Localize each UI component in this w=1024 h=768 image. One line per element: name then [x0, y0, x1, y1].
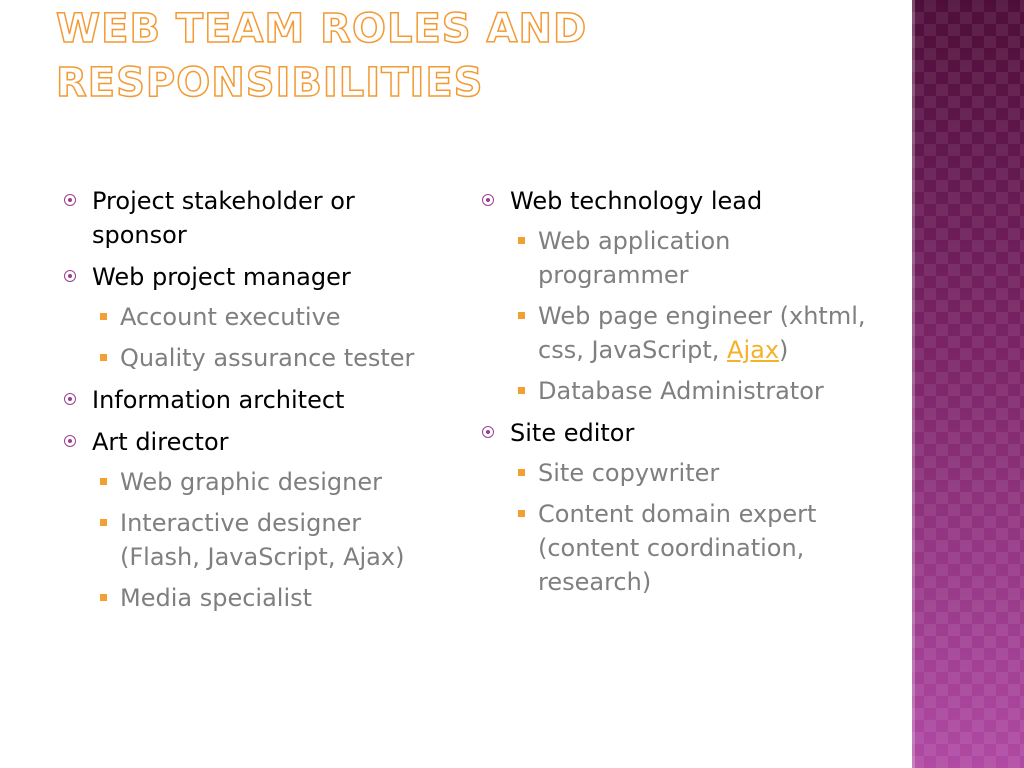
- square-bullet-icon: [518, 387, 525, 394]
- list-item-project-stakeholder: Project stakeholder or sponsor: [60, 184, 440, 252]
- circle-bullet-icon: [64, 270, 76, 282]
- square-bullet-icon: [518, 312, 525, 319]
- square-bullet-icon: [518, 237, 525, 244]
- sub-list-web-project-manager: Account executive Quality assurance test…: [92, 300, 440, 375]
- sub-item-web-application-programmer: Web application programmer: [510, 224, 878, 292]
- slide-title: Web Team Roles and Responsibilities: [55, 2, 896, 110]
- sub-list-art-director: Web graphic designer Interactive designe…: [92, 465, 440, 615]
- ajax-link[interactable]: Ajax: [727, 336, 780, 364]
- sub-item-label: Media specialist: [120, 584, 313, 612]
- left-bullet-list: Project stakeholder or sponsor Web proje…: [60, 184, 440, 615]
- sub-list-site-editor: Site copywriter Content domain expert (c…: [510, 456, 878, 599]
- list-item-label: Project stakeholder or sponsor: [92, 187, 355, 249]
- square-bullet-icon: [100, 478, 107, 485]
- sub-item-quality-assurance-tester: Quality assurance tester: [92, 341, 440, 375]
- list-item-information-architect: Information architect: [60, 383, 440, 417]
- circle-bullet-icon: [64, 393, 76, 405]
- right-column: Web technology lead Web application prog…: [478, 184, 878, 607]
- list-item-site-editor: Site editor Site copywriter Content doma…: [478, 416, 878, 599]
- right-bullet-list: Web technology lead Web application prog…: [478, 184, 878, 599]
- square-bullet-icon: [100, 594, 107, 601]
- sub-item-label: Interactive designer (Flash, JavaScript,…: [120, 509, 405, 571]
- sub-item-interactive-designer: Interactive designer (Flash, JavaScript,…: [92, 506, 440, 574]
- sub-item-database-administrator: Database Administrator: [510, 374, 878, 408]
- side-band-edge: [912, 0, 915, 768]
- list-item-web-project-manager: Web project manager Account executive Qu…: [60, 260, 440, 375]
- sub-item-label: Site copywriter: [538, 459, 720, 487]
- list-item-label: Art director: [92, 428, 229, 456]
- sub-list-web-technology-lead: Web application programmer Web page engi…: [510, 224, 878, 408]
- sub-item-label-suffix: ): [779, 336, 789, 364]
- circle-bullet-icon: [482, 194, 494, 206]
- sub-item-media-specialist: Media specialist: [92, 581, 440, 615]
- circle-bullet-icon: [482, 426, 494, 438]
- sub-item-web-graphic-designer: Web graphic designer: [92, 465, 440, 499]
- list-item-label: Web technology lead: [510, 187, 763, 215]
- sub-item-account-executive: Account executive: [92, 300, 440, 334]
- list-item-label: Site editor: [510, 419, 635, 447]
- list-item-art-director: Art director Web graphic designer Intera…: [60, 425, 440, 615]
- square-bullet-icon: [100, 354, 107, 361]
- square-bullet-icon: [518, 469, 525, 476]
- circle-bullet-icon: [64, 194, 76, 206]
- title-line-2: Responsibilities: [55, 59, 484, 107]
- sub-item-site-copywriter: Site copywriter: [510, 456, 878, 490]
- sub-item-label: Account executive: [120, 303, 341, 331]
- square-bullet-icon: [100, 519, 107, 526]
- sub-item-content-domain-expert: Content domain expert (content coordinat…: [510, 497, 878, 599]
- sub-item-label: Quality assurance tester: [120, 344, 415, 372]
- square-bullet-icon: [518, 510, 525, 517]
- circle-bullet-icon: [64, 435, 76, 447]
- list-item-web-technology-lead: Web technology lead Web application prog…: [478, 184, 878, 408]
- left-column: Project stakeholder or sponsor Web proje…: [60, 184, 440, 623]
- list-item-label: Web project manager: [92, 263, 351, 291]
- list-item-label: Information architect: [92, 386, 345, 414]
- sub-item-label: Content domain expert (content coordinat…: [538, 500, 817, 596]
- sub-item-label: Database Administrator: [538, 377, 824, 405]
- decorative-side-band: [912, 0, 1024, 768]
- sub-item-label: Web application programmer: [538, 227, 731, 289]
- sub-item-label: Web graphic designer: [120, 468, 382, 496]
- sub-item-label-prefix: Web page engineer (xhtml, css, JavaScrip…: [538, 302, 866, 364]
- sub-item-web-page-engineer: Web page engineer (xhtml, css, JavaScrip…: [510, 299, 878, 367]
- title-line-1: Web Team Roles and: [55, 5, 588, 53]
- square-bullet-icon: [100, 313, 107, 320]
